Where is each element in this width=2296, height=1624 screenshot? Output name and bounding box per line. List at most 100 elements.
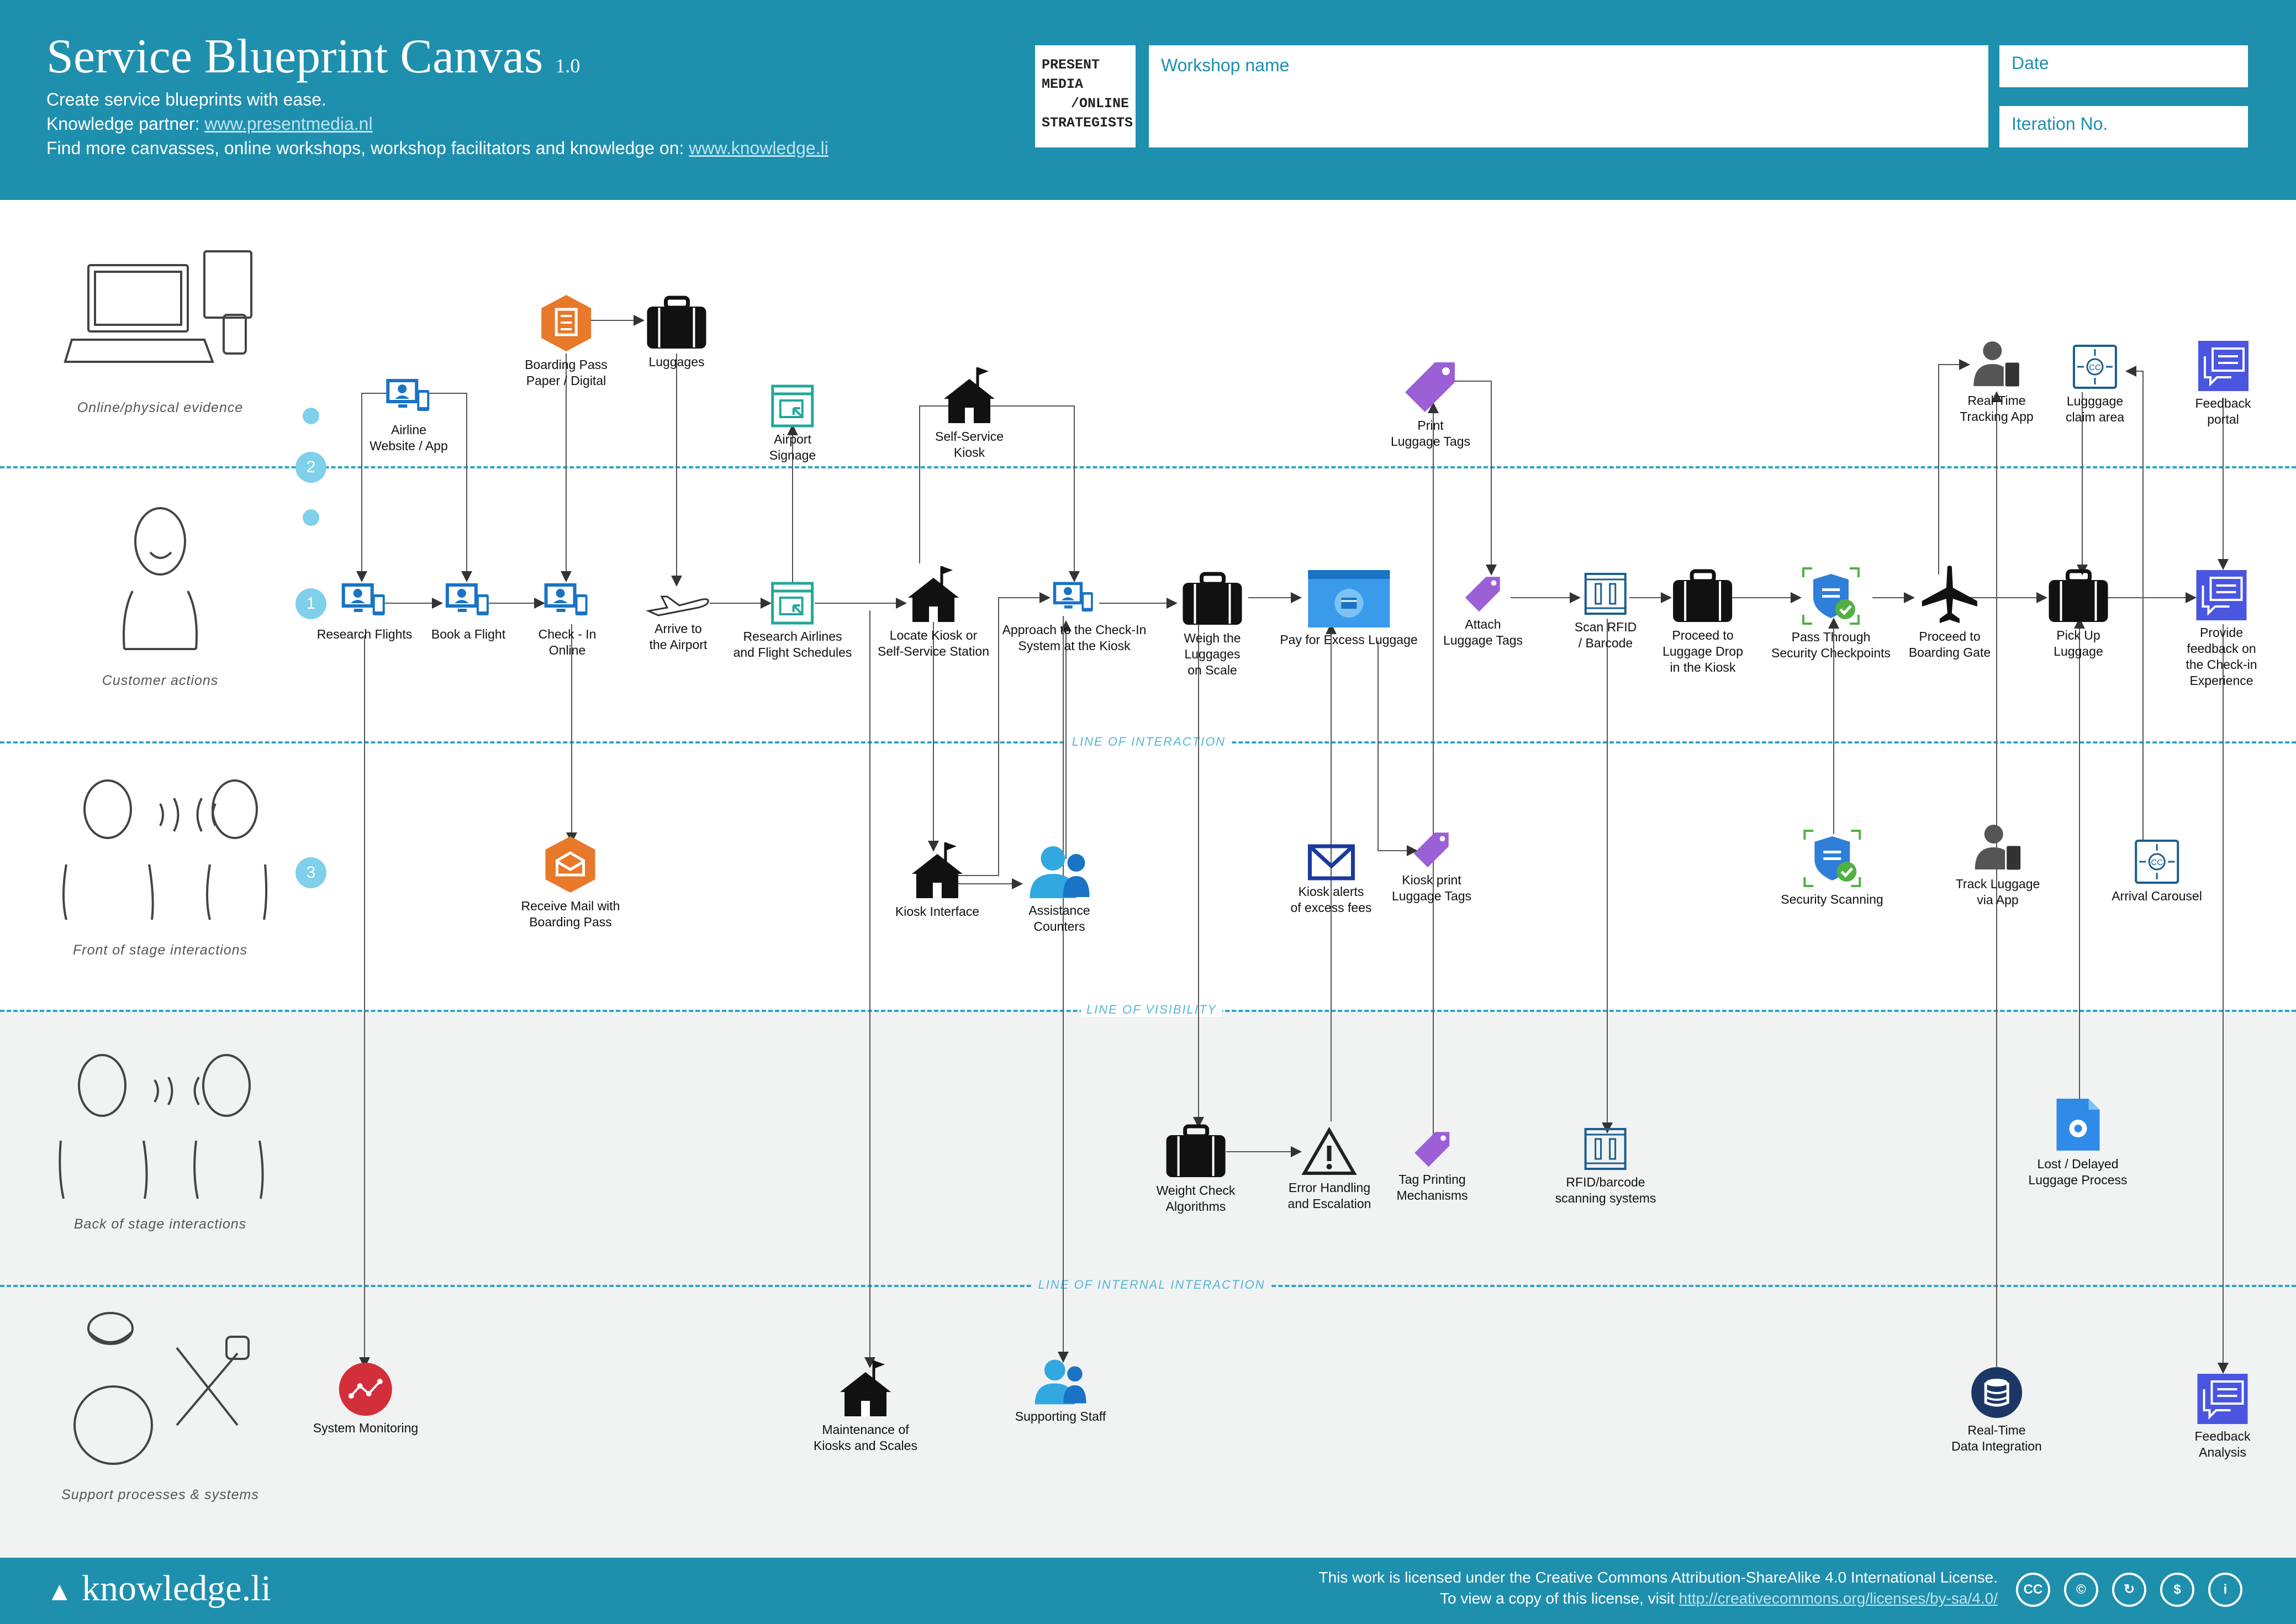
kiosk-house-icon [840, 1361, 891, 1416]
feedback-chat-icon [2198, 341, 2249, 391]
attribution-icon[interactable]: i [2208, 1573, 2242, 1607]
carousel-cc-icon: CC [2134, 840, 2179, 884]
marker-3: 3 [295, 857, 326, 888]
mail-icon [1307, 844, 1355, 880]
node-arrive-airport[interactable]: Arrive to the Airport [645, 586, 711, 653]
tag-icon [1405, 362, 1455, 412]
security-shield-icon [1803, 830, 1861, 887]
connector [919, 405, 1080, 582]
node-maintenance-kiosks: Maintenance of Kiosks and Scales [814, 1358, 917, 1454]
node-label: Track Luggage via App [1955, 877, 2040, 907]
node-label: Kiosk print Luggage Tags [1391, 873, 1472, 903]
user-mobile-icon [1973, 341, 2021, 388]
cc-icon[interactable]: CC [2016, 1573, 2050, 1607]
web-app-icon [1053, 582, 1094, 612]
line-of-internal-interaction-label: LINE OF INTERNAL INTERACTION [1032, 1278, 1271, 1292]
luggage-icon [1166, 1124, 1226, 1177]
node-label: Airline Website / App [370, 423, 448, 453]
license-line-1: This work is licensed under the Creative… [1318, 1569, 1998, 1586]
page-title: Service Blueprint Canvas 1.0 [46, 29, 580, 85]
connector [1938, 359, 1970, 574]
kiosk-house-icon [907, 566, 959, 622]
node-research-flights[interactable]: Research Flights [316, 580, 413, 642]
node-label: Arrive to the Airport [649, 621, 708, 652]
node-label: Lugggage claim area [2065, 394, 2125, 424]
node-label: Airport Signage [769, 432, 816, 462]
node-label: Error Handling and Escalation [1287, 1180, 1371, 1211]
kiosk-house-icon [943, 367, 995, 423]
node-airline-website: Airline Website / App [370, 376, 448, 454]
node-locate-kiosk[interactable]: Locate Kiosk or Self-Service Station [878, 563, 989, 660]
workshop-name-field[interactable]: Workshop name [1149, 45, 1988, 147]
node-label: Proceed to Boarding Gate [1908, 629, 1991, 660]
title-text: Service Blueprint Canvas [46, 30, 543, 83]
database-icon [1971, 1367, 2022, 1418]
line-of-interaction-label: LINE OF INTERACTION [1066, 735, 1232, 749]
node-tag-printing: Tag Printing Mechanisms [1396, 1130, 1468, 1204]
mail-hex-icon [545, 836, 595, 893]
node-label: Proceed to Luggage Drop in the Kiosk [1662, 628, 1743, 674]
marker-dot [303, 509, 319, 526]
copy-icon[interactable]: © [2064, 1573, 2098, 1607]
node-pay-excess[interactable]: Pay for Excess Luggage [1280, 569, 1418, 648]
node-realtime-integration: Real-Time Data Integration [1951, 1366, 2042, 1454]
node-label: Security Scanning [1781, 892, 1883, 906]
node-lost-delayed: Lost / Delayed Luggage Process [2028, 1096, 2128, 1188]
license-line-2: To view a copy of this license, visit ht… [1440, 1590, 1998, 1607]
marker-1: 1 [295, 588, 326, 619]
web-app-icon [544, 583, 588, 615]
node-research-airlines[interactable]: Research Airlines and Flight Schedules [733, 581, 852, 661]
node-approach-checkin[interactable]: Approach to the Check-In System at the K… [1002, 579, 1147, 654]
node-weigh-luggages[interactable]: Weigh the Luggages on Scale [1181, 572, 1244, 678]
node-book-flight[interactable]: Book a Flight [431, 580, 505, 642]
web-app-icon [386, 379, 429, 411]
noncommercial-icon[interactable]: $ [2160, 1573, 2194, 1607]
node-provide-feedback[interactable]: Provide feedback on the Check-in Experie… [2184, 569, 2259, 689]
node-label: Real-Time Data Integration [1951, 1423, 2042, 1453]
node-luggages: Luggages [645, 296, 709, 370]
node-label: Approach to the Check-In System at the K… [1002, 623, 1147, 653]
users-group-icon [1034, 1359, 1086, 1405]
support-tools-sketch [73, 1312, 250, 1465]
customer-sketch [123, 507, 198, 650]
user-mobile-icon [1975, 825, 2022, 872]
license-link[interactable]: http://creativecommons.org/licenses/by-s… [1679, 1590, 1998, 1607]
node-proceed-gate[interactable]: Proceed to Boarding Gate [1909, 565, 1991, 661]
node-check-in-online[interactable]: Check - In Online [539, 580, 596, 658]
node-supporting-staff: Supporting Staff [1015, 1358, 1106, 1425]
node-error-handling: Error Handling and Escalation [1288, 1127, 1371, 1212]
connector [356, 393, 389, 582]
footer-logo[interactable]: ▲ knowledge.li [46, 1568, 271, 1610]
carousel-cc-icon: CC [2072, 345, 2117, 389]
node-label: Assistance Counters [1028, 903, 1090, 934]
node-arrival-carousel: CC Arrival Carousel [2112, 839, 2202, 904]
web-app-icon [446, 583, 489, 615]
node-label: Weigh the Luggages on Scale [1184, 631, 1241, 677]
node-receive-mail: Receive Mail with Boarding Pass [521, 834, 620, 930]
node-label: Research Flights [316, 627, 413, 641]
node-label: Pay for Excess Luggage [1280, 632, 1418, 647]
node-attach-tags[interactable]: Attach Luggage Tags [1443, 574, 1523, 648]
feedback-chat-icon [2196, 570, 2247, 620]
node-scan-rfid[interactable]: Scan RFID / Barcode [1575, 572, 1637, 651]
sharealike-icon[interactable]: ↻ [2112, 1573, 2146, 1607]
lane-label-back: Back of stage interactions [73, 1216, 247, 1232]
partner-link[interactable]: www.presentmedia.nl [204, 114, 373, 134]
document-hex-icon [541, 295, 591, 351]
node-rfid-scanning: RFID/barcode scanning systems [1555, 1127, 1656, 1206]
node-label: Tag Printing Mechanisms [1396, 1172, 1468, 1203]
knowledge-link[interactable]: www.knowledge.li [689, 138, 828, 158]
presentmedia-logo: PRESENT MEDIA /ONLINE STRATEGISTS [1035, 45, 1136, 147]
node-label: Weight Check Algorithms [1156, 1183, 1236, 1214]
security-shield-icon [1802, 567, 1860, 625]
marker-2: 2 [295, 452, 326, 483]
node-pick-up-luggage[interactable]: Pick Up Luggage [2047, 569, 2110, 660]
svg-text:CC: CC [2151, 858, 2163, 867]
node-label: Real-Time Tracking App [1960, 393, 2034, 424]
node-pass-security[interactable]: Pass Through Security Checkpoints [1771, 566, 1891, 661]
date-field[interactable]: Date [1999, 45, 2248, 87]
logo-line: /ONLINE [1070, 96, 1129, 112]
node-proceed-drop[interactable]: Proceed to Luggage Drop in the Kiosk [1662, 569, 1743, 676]
iteration-field[interactable]: Iteration No. [1999, 106, 2248, 147]
tag-icon [1414, 1132, 1449, 1167]
